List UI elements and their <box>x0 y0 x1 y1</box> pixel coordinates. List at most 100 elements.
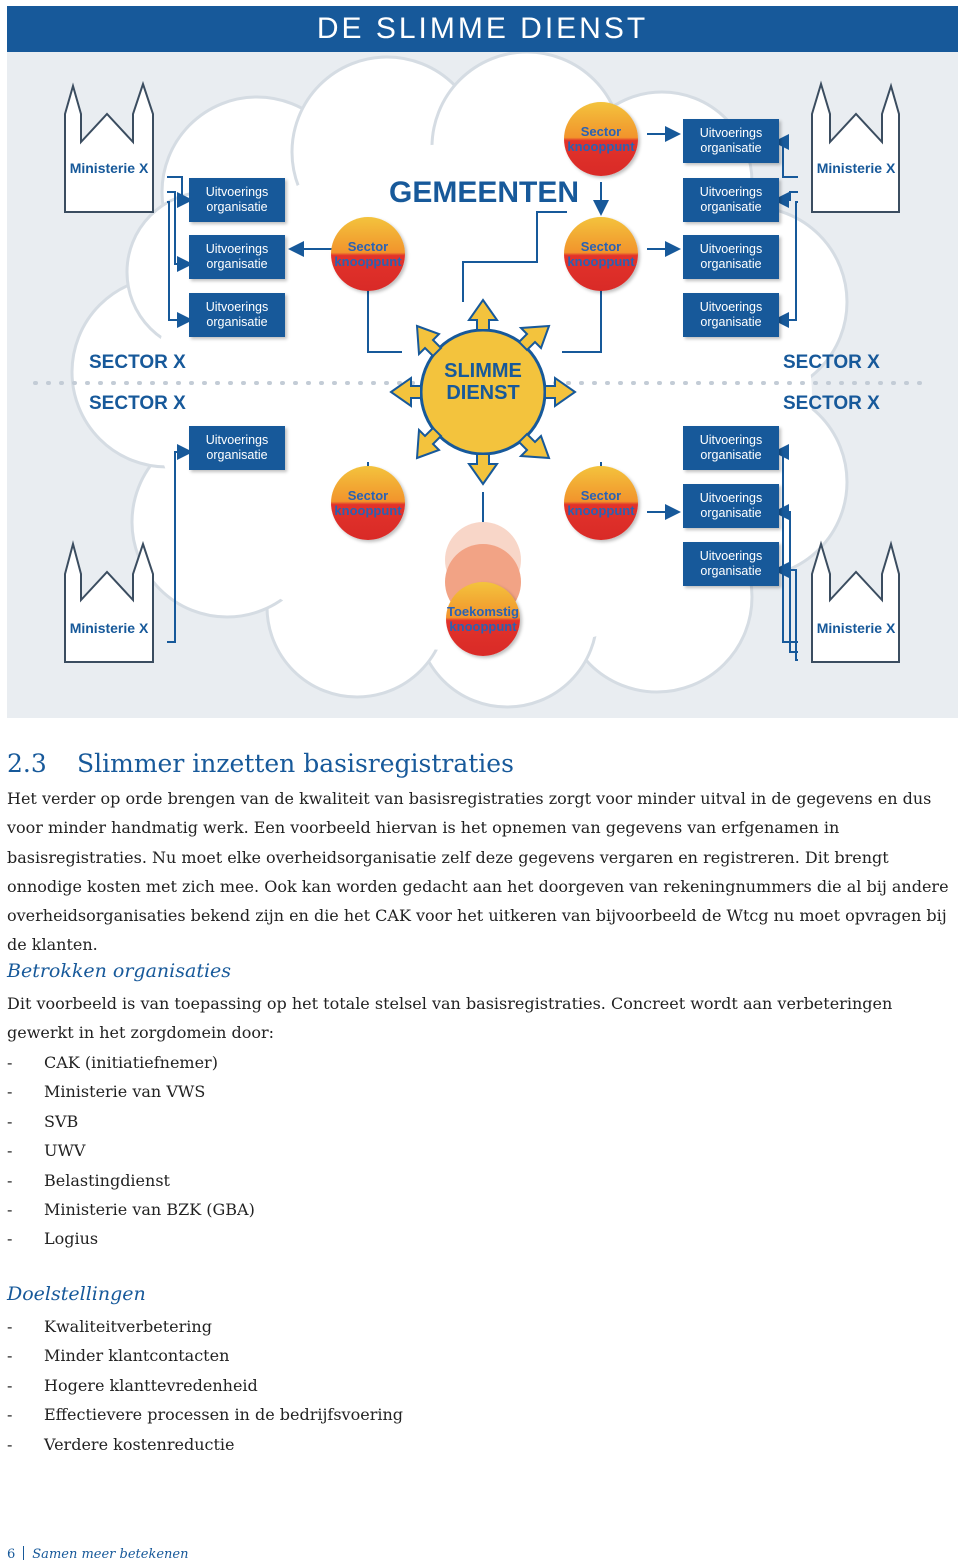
banner-title: DE SLIMME DIENST <box>316 12 649 45</box>
center-line2: DIENST <box>446 382 520 404</box>
org-line2: organisatie <box>700 448 762 462</box>
knoop-line1: Sector <box>347 239 389 254</box>
section-title: Slimmer inzetten basisregistraties <box>77 749 514 778</box>
org-line1: Uitvoerings <box>699 549 763 563</box>
org-line1: Uitvoerings <box>699 300 763 314</box>
org-line2: organisatie <box>206 257 268 271</box>
list-item-text: Logius <box>44 1229 99 1249</box>
list-item: -Minder klantcontacten <box>7 1346 230 1366</box>
center-sun <box>389 298 577 486</box>
doelstellingen-heading: Doelstellingen <box>7 1283 146 1305</box>
list-item: -SVB <box>7 1111 79 1131</box>
org-line1: Uitvoerings <box>699 126 763 140</box>
org-line2: organisatie <box>700 315 762 329</box>
org-line1: Uitvoerings <box>205 300 269 314</box>
ministry-label-top-left: Ministerie X <box>69 160 149 176</box>
org-line2: organisatie <box>206 448 268 462</box>
knoop-line2: knooppunt <box>334 503 402 518</box>
org-line1: Uitvoerings <box>699 433 763 447</box>
org-line2: organisatie <box>700 141 762 155</box>
org-line1: Uitvoerings <box>205 242 269 256</box>
sector-label-right-bottom: SECTOR X <box>783 393 880 414</box>
list-item: -Belastingdienst <box>7 1170 170 1190</box>
knoop-line2: knooppunt <box>567 139 635 154</box>
doelstellingen-list: -Kwaliteitverbetering -Minder klantconta… <box>7 1312 403 1459</box>
org-line1: Uitvoerings <box>699 491 763 505</box>
list-item: -Logius <box>7 1229 99 1249</box>
knoop-line2: knooppunt <box>567 503 635 518</box>
center-label: SLIMME DIENST <box>421 360 545 404</box>
section-number: 2.3 <box>7 749 47 778</box>
center-line1: SLIMME <box>444 360 522 382</box>
list-item-text: Effectievere processen in de bedrijfsvoe… <box>44 1405 404 1425</box>
cloud-title: GEMEENTEN <box>389 176 580 209</box>
betrokken-list: -CAK (initiatiefnemer) -Ministerie van V… <box>7 1048 255 1254</box>
ministry-label-bottom-left: Ministerie X <box>69 620 149 636</box>
sector-label-right-top: SECTOR X <box>783 352 880 373</box>
page-number: 6 <box>7 1547 16 1562</box>
org-line1: Uitvoerings <box>205 185 269 199</box>
connectors <box>167 126 798 661</box>
knoop-line1: Sector <box>580 488 622 503</box>
org-line2: organisatie <box>700 564 762 578</box>
section-paragraph: Het verder op orde brengen van de kwalit… <box>7 789 949 955</box>
org-line2: organisatie <box>700 506 762 520</box>
org-line1: Uitvoerings <box>699 242 763 256</box>
list-item-text: Minder klantcontacten <box>44 1346 230 1366</box>
org-line2: organisatie <box>700 200 762 214</box>
section-heading: 2.3 Slimmer inzetten basisregistraties <box>7 749 514 778</box>
list-item-text: Hogere klanttevredenheid <box>44 1375 258 1395</box>
list-item: -CAK (initiatiefnemer) <box>7 1053 218 1072</box>
future-knoop-line1: Toekomstig <box>447 604 519 619</box>
list-item-text: CAK (initiatiefnemer) <box>44 1053 218 1072</box>
list-item-text: Ministerie van VWS <box>44 1082 206 1102</box>
org-line2: organisatie <box>700 257 762 271</box>
list-item-text: Kwaliteitverbetering <box>44 1317 212 1336</box>
list-item-text: Belastingdienst <box>44 1170 170 1190</box>
ministry-label-top-right: Ministerie X <box>816 160 896 176</box>
ministry-label-bottom-right: Ministerie X <box>816 620 896 636</box>
list-item-text: SVB <box>44 1111 79 1131</box>
org-line1: Uitvoerings <box>699 185 763 199</box>
list-item: -Ministerie van BZK (GBA) <box>7 1200 255 1220</box>
footer-separator <box>23 1546 25 1560</box>
list-item-text: Verdere kostenreductie <box>44 1434 235 1454</box>
knoop-line1: Sector <box>347 488 389 503</box>
list-item: -Effectievere processen in de bedrijfsvo… <box>7 1405 404 1425</box>
list-item: -Kwaliteitverbetering <box>7 1317 212 1336</box>
knoop-line1: Sector <box>580 124 622 139</box>
slimme-dienst-diagram: GEMEENTEN SLIMME DIENST Ministerie X Min… <box>7 52 958 718</box>
banner: DE SLIMME DIENST <box>7 6 958 52</box>
list-item-text: UWV <box>44 1141 86 1161</box>
list-item: -Hogere klanttevredenheid <box>7 1375 258 1395</box>
sector-label-left-bottom: SECTOR X <box>89 393 186 414</box>
betrokken-heading: Betrokken organisaties <box>7 960 232 982</box>
org-line1: Uitvoerings <box>205 433 269 447</box>
knoop-line1: Sector <box>580 239 622 254</box>
sector-label-left-top: SECTOR X <box>89 352 186 373</box>
list-item: -Ministerie van VWS <box>7 1082 206 1102</box>
org-line2: organisatie <box>206 200 268 214</box>
knoop-line2: knooppunt <box>567 254 635 269</box>
future-knoop-line2: knooppunt <box>449 619 517 634</box>
list-item: -Verdere kostenreductie <box>7 1434 235 1454</box>
knoop-line2: knooppunt <box>334 254 402 269</box>
org-line2: organisatie <box>206 315 268 329</box>
